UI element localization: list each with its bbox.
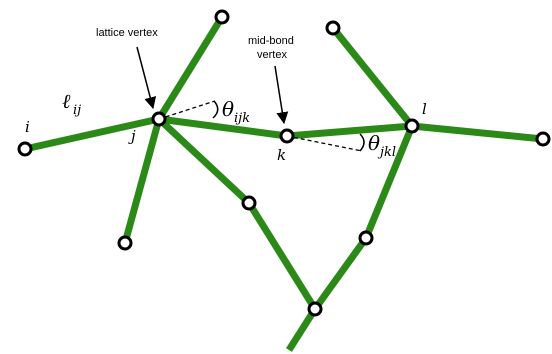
vertex-k <box>279 128 295 144</box>
bonds-group <box>24 15 544 352</box>
angle-theta-ijk: θ <box>222 97 234 121</box>
vertices-group <box>17 9 551 317</box>
vertex-j <box>151 111 167 127</box>
lattice-vertex-label: lattice vertex <box>96 27 158 39</box>
bond-m2-b2 <box>286 307 318 352</box>
bond-j-b1 <box>121 118 163 244</box>
bond-l-m3 <box>362 124 416 240</box>
vertex-l <box>404 118 420 134</box>
bond-l-t2 <box>330 25 415 129</box>
bond-j-t1 <box>156 15 225 121</box>
bond-m1-m2 <box>246 201 318 311</box>
angle-ijk-arc <box>212 100 219 119</box>
vertex-m2 <box>307 301 323 317</box>
vertex-m3 <box>358 230 374 246</box>
angle-theta-jkl-subscript: jkl <box>377 145 396 160</box>
bond-j-m1 <box>156 116 252 206</box>
vertex-m1 <box>241 195 257 211</box>
bond-i-j <box>24 115 160 153</box>
lattice-vertex-arrow <box>136 46 157 110</box>
vertex-label-j: j <box>128 127 136 145</box>
vertex-t2 <box>325 20 341 36</box>
bond-m3-m2 <box>312 235 369 312</box>
angle-theta-jkl: θ <box>368 131 380 155</box>
vertex-b1 <box>117 235 133 251</box>
mid-bond-label-line1: mid-bond <box>248 35 294 47</box>
vertex-t1 <box>214 9 230 25</box>
vertex-label-l: l <box>422 100 427 118</box>
bond-length-ell: ℓ <box>62 89 71 113</box>
bond-j-k <box>158 115 288 140</box>
vertex-label-k: k <box>277 146 286 164</box>
angle-ijk-reference-line <box>158 100 216 120</box>
bond-k-l <box>286 122 413 140</box>
mid-bond-label-line2: vertex <box>257 49 287 61</box>
bond-length-subscript: ij <box>73 103 81 118</box>
angle-theta-ijk-subscript: ijk <box>234 111 250 126</box>
vertex-label-i: i <box>25 118 30 136</box>
vertex-i <box>17 141 33 157</box>
vertex-r <box>535 131 551 147</box>
mid-bond-vertex-arrow <box>274 65 289 125</box>
angle-jkl-arc <box>359 133 365 152</box>
angle-jkl-reference-line <box>286 135 363 152</box>
bond-l-r <box>411 122 544 143</box>
